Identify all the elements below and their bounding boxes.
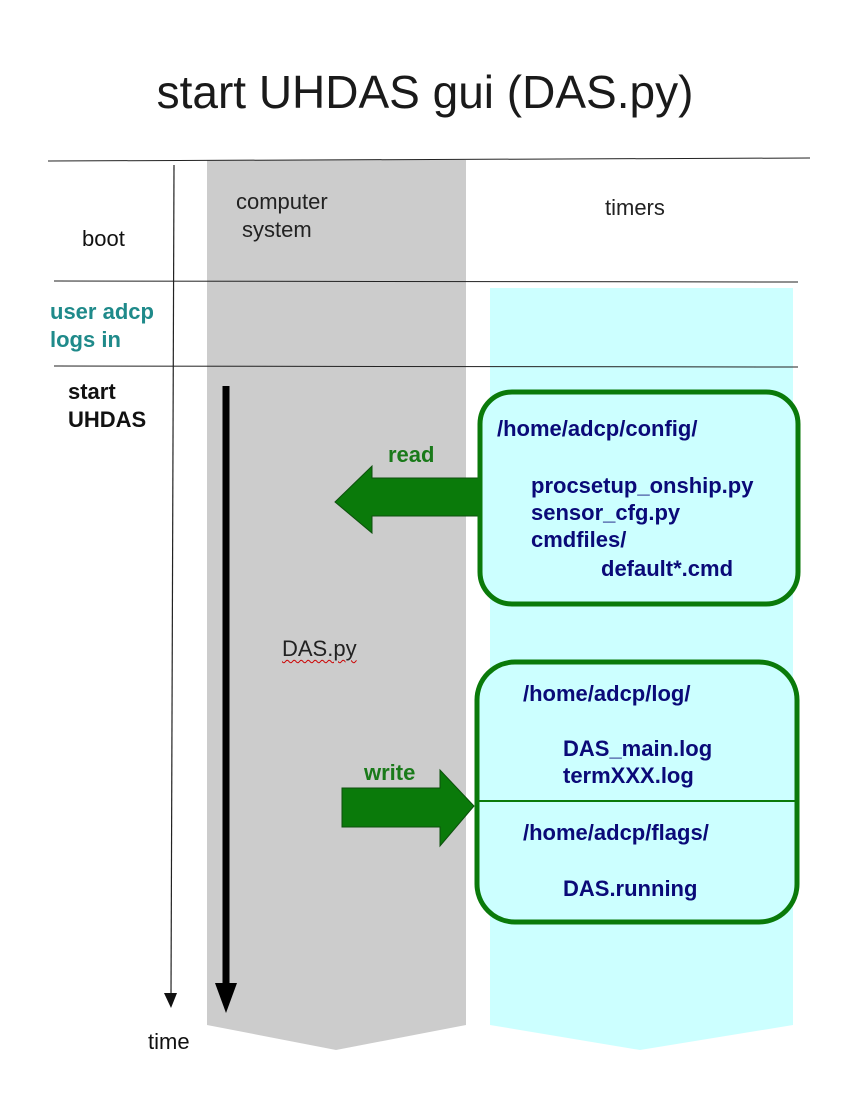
config-file-procsetup: procsetup_onship.py	[531, 473, 754, 498]
row-label-user-adcp-line2: logs in	[50, 327, 121, 352]
user-adcp-text: user adcp	[50, 299, 154, 324]
process-label-text: DAS.py	[282, 636, 357, 661]
row-label-boot: boot	[82, 226, 125, 251]
flag-file-das-running: DAS.running	[563, 876, 698, 901]
config-box	[477, 389, 801, 607]
computer-system-header: computer system	[236, 188, 328, 244]
config-dir-cmdfiles: cmdfiles/	[531, 527, 627, 552]
boot-divider	[53, 280, 799, 283]
config-file-sensor-cfg: sensor_cfg.py	[531, 500, 681, 525]
read-arrow-label: read	[388, 442, 435, 467]
row-label-user-adcp-line1: user adcp	[50, 298, 154, 326]
log-file-termxxx: termXXX.log	[563, 763, 694, 788]
write-arrow	[341, 768, 475, 848]
page-title: start UHDAS gui (DAS.py)	[0, 62, 850, 122]
computer-system-header-line1: computer	[236, 189, 328, 214]
top-divider	[47, 157, 811, 162]
process-label: DAS.py	[282, 636, 357, 662]
time-axis-arrowhead	[164, 993, 177, 1008]
write-arrow-label: write	[364, 760, 416, 785]
row-label-start-uhdas: start UHDAS	[68, 378, 146, 434]
title-text: start UHDAS gui (DAS.py)	[156, 66, 694, 118]
config-path: /home/adcp/config/	[497, 416, 698, 441]
time-axis-label: time	[148, 1029, 190, 1054]
timers-header: timers	[605, 195, 665, 220]
computer-system-column	[207, 160, 466, 1050]
row-label-user-adcp: user adcp logs in	[50, 298, 154, 354]
config-file-default-cmd: default*.cmd	[601, 556, 734, 581]
process-arrowhead	[215, 983, 237, 1013]
row-label-start-uhdas-line1: start	[68, 379, 116, 404]
row-label-start-uhdas-line2: UHDAS	[68, 407, 147, 432]
log-flags-box	[474, 659, 800, 925]
login-divider	[53, 365, 799, 368]
flags-path: /home/adcp/flags/	[523, 820, 709, 845]
log-file-das-main: DAS_main.log	[563, 736, 713, 761]
time-axis-line	[170, 164, 175, 996]
computer-system-header-line2: system	[242, 217, 312, 242]
read-arrow	[334, 464, 481, 535]
log-path: /home/adcp/log/	[523, 681, 691, 706]
